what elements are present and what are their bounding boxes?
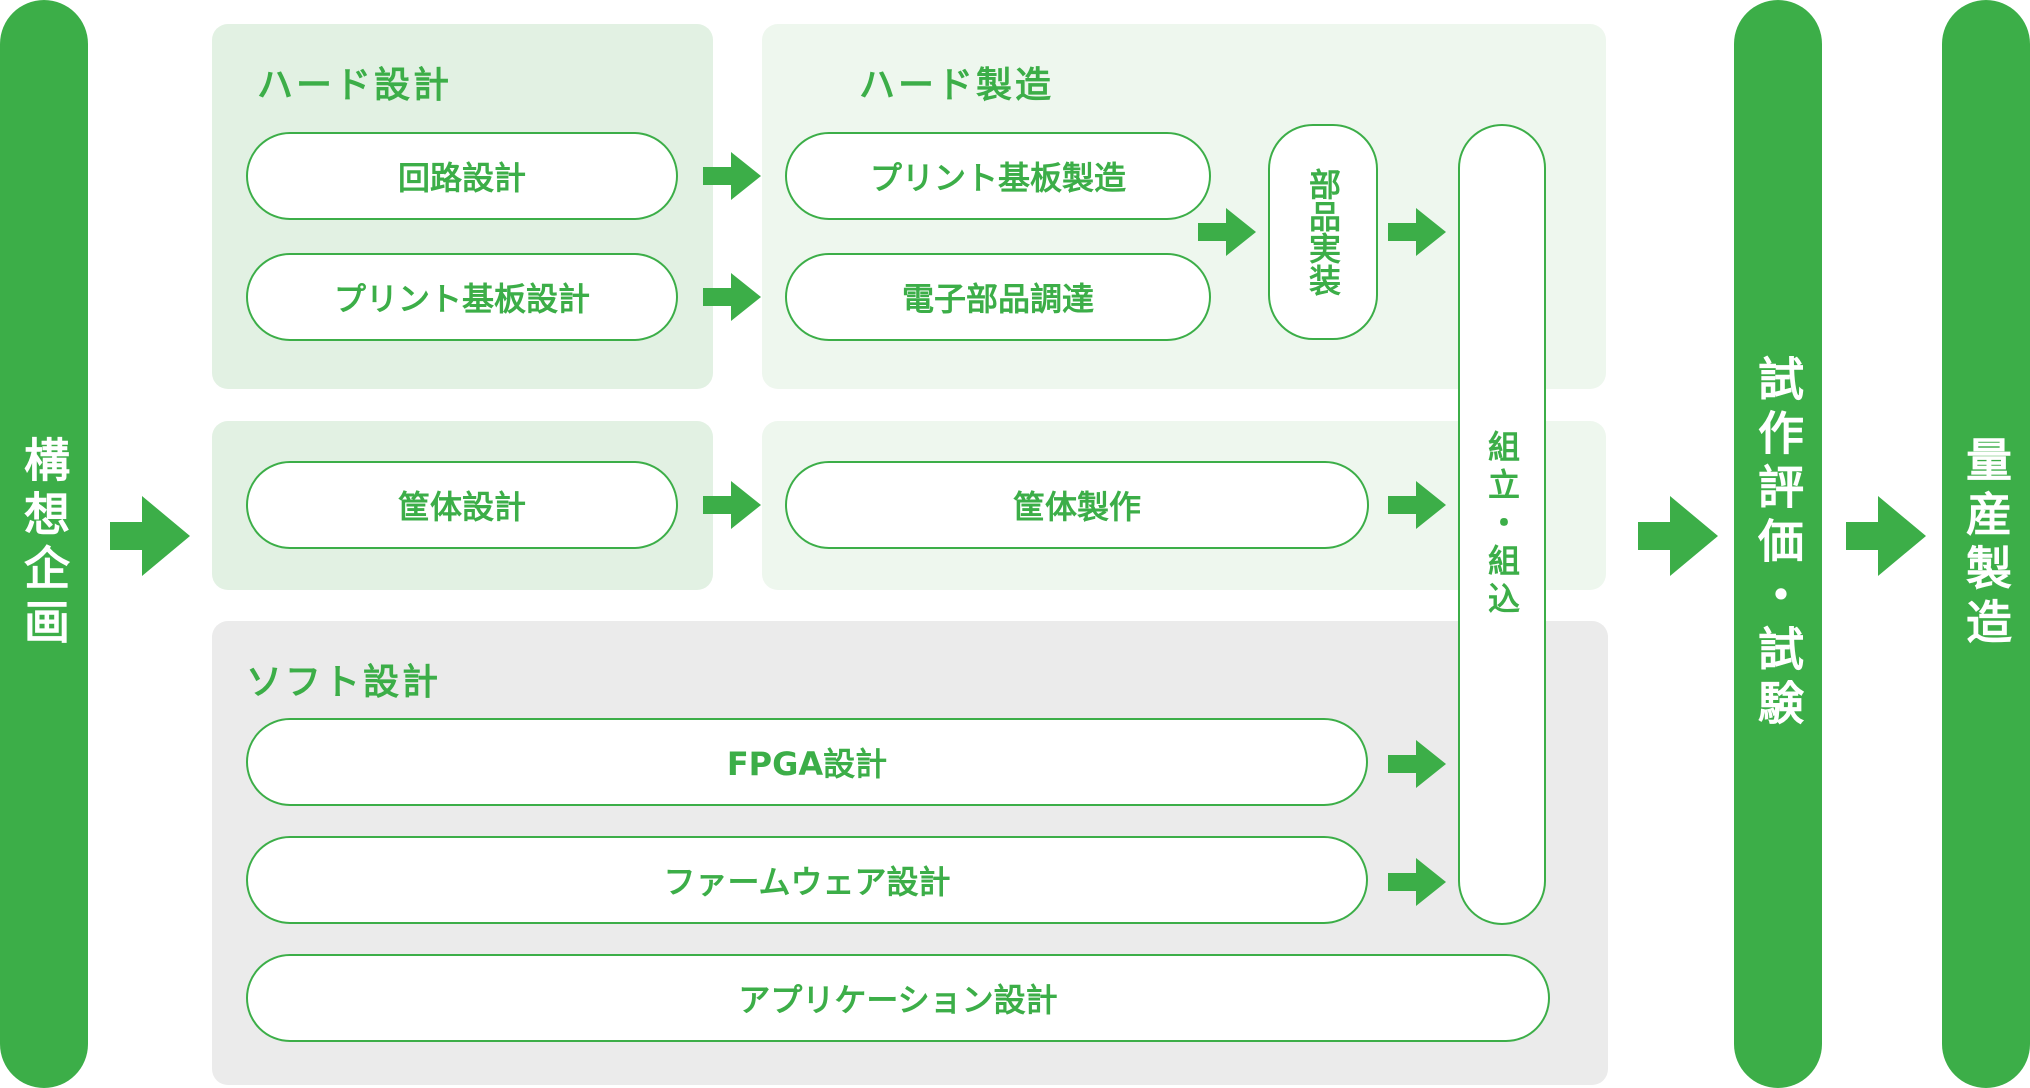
stage-trial-bar: 試作評価・試験 bbox=[1734, 0, 1822, 1088]
application-design-node: アプリケーション設計 bbox=[246, 954, 1550, 1042]
arrow-housing-design-to-mfg bbox=[703, 481, 761, 529]
pcb-design-node: プリント基板設計 bbox=[246, 253, 678, 341]
stage-concept-bar: 構想企画 bbox=[0, 0, 88, 1088]
fpga-design-node: FPGA設計 bbox=[246, 718, 1368, 806]
arrow-pcb-design-to-parts bbox=[703, 273, 761, 321]
housing-manufacturing-node: 筐体製作 bbox=[785, 461, 1369, 549]
parts-procurement-node: 電子部品調達 bbox=[785, 253, 1211, 341]
arrow-concept-to-design bbox=[110, 496, 190, 576]
arrow-circuit-to-pcb-mfg bbox=[703, 152, 761, 200]
assembly-node: 組立・組込 bbox=[1458, 124, 1546, 925]
arrow-housing-to-assembly bbox=[1388, 481, 1446, 529]
hw-mfg-title: ハード製造 bbox=[859, 65, 1055, 106]
arrow-mounting-to-assembly bbox=[1388, 208, 1446, 256]
arrow-to-trial bbox=[1638, 496, 1718, 576]
arrow-firmware-to-assembly bbox=[1388, 858, 1446, 906]
component-mounting-node: 部品実装 bbox=[1268, 124, 1378, 340]
firmware-design-node: ファームウェア設計 bbox=[246, 836, 1368, 924]
hw-design-title: ハード設計 bbox=[257, 65, 453, 106]
circuit-design-node: 回路設計 bbox=[246, 132, 678, 220]
arrow-to-mounting bbox=[1198, 208, 1256, 256]
housing-design-node: 筐体設計 bbox=[246, 461, 678, 549]
pcb-manufacturing-node: プリント基板製造 bbox=[785, 132, 1211, 220]
arrow-to-mass bbox=[1846, 496, 1926, 576]
arrow-fpga-to-assembly bbox=[1388, 740, 1446, 788]
stage-mass-bar: 量産製造 bbox=[1942, 0, 2030, 1088]
soft-design-title: ソフト設計 bbox=[246, 662, 442, 703]
